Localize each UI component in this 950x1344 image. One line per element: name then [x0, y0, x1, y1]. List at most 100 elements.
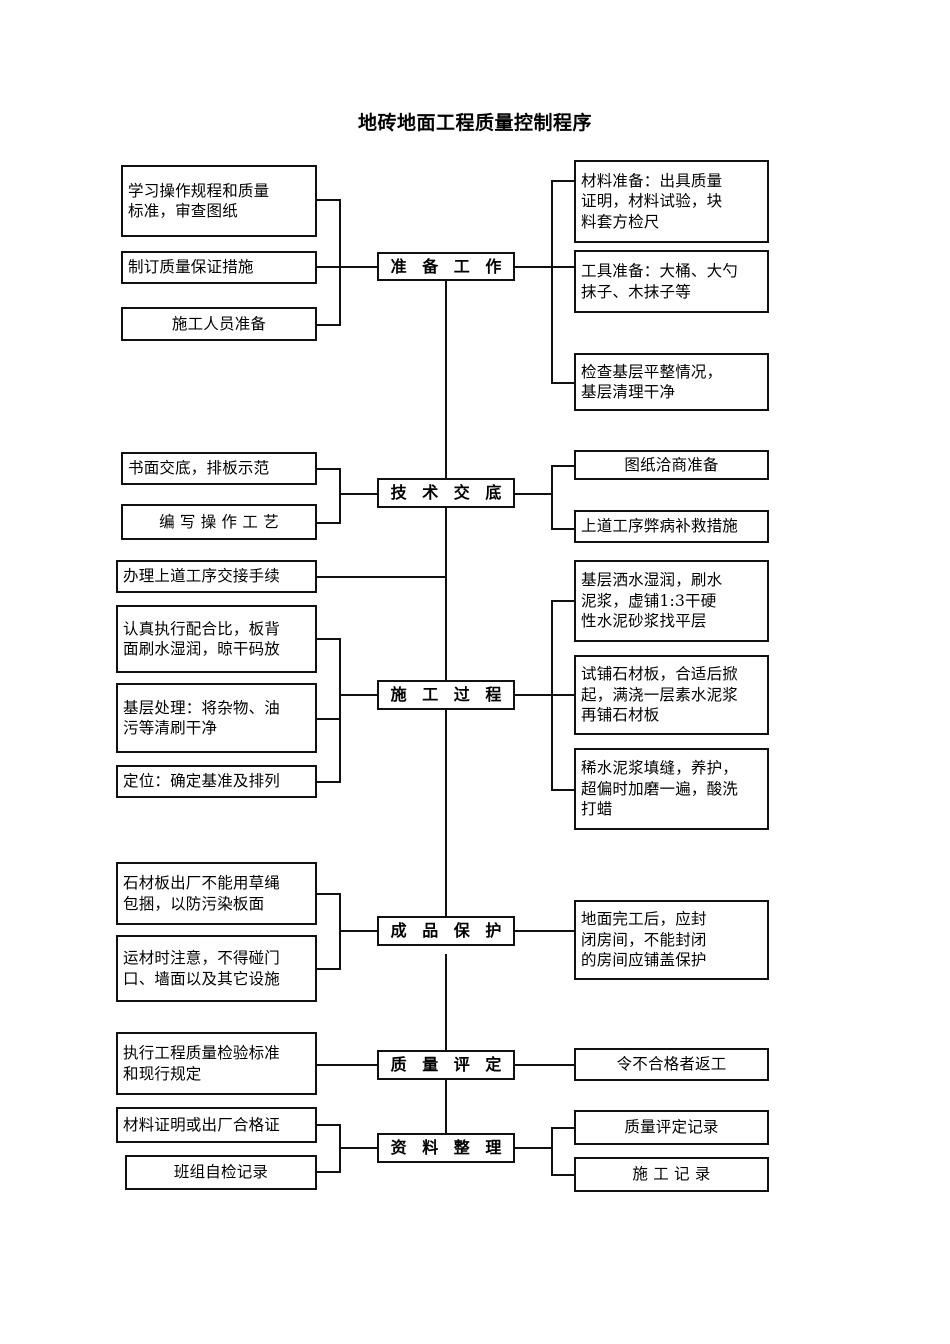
- spine-evaluate-archive: [445, 1080, 447, 1133]
- right-box-prep-3-text: 检查基层平整情况，基层清理干净: [581, 362, 723, 401]
- left-box-tech-2[interactable]: 编 写 操 作 工 艺: [121, 504, 317, 540]
- left-box-prep-2-text: 制订质量保证措施: [128, 258, 254, 277]
- stage-label-construct: 施 工 过 程: [390, 685, 507, 705]
- right-box-tech-1[interactable]: 图纸洽商准备: [574, 450, 769, 480]
- stage-label-archive: 资 料 整 理: [390, 1138, 507, 1158]
- connector-left-tech-1: [317, 468, 341, 470]
- stage-label-protect: 成 品 保 护: [390, 921, 507, 941]
- connector-left-construct-to-stage: [339, 694, 379, 696]
- right-box-construct-2-text: 试铺石材板，合适后掀起，满浇一层素水泥浆再铺石材板: [581, 665, 739, 725]
- right-box-prep-2[interactable]: 工具准备：大桶、大勺抹子、木抹子等: [574, 250, 769, 313]
- connector-stage-to-right-construct: [513, 694, 553, 696]
- connector-left-prep-2: [317, 266, 341, 268]
- stage-box-prep[interactable]: 准 备 工 作: [377, 252, 515, 281]
- stage-box-evaluate[interactable]: 质 量 评 定: [377, 1050, 515, 1080]
- left-box-evaluate-1-text: 执行工程质量检验标准和现行规定: [123, 1044, 281, 1083]
- right-box-tech-2[interactable]: 上道工序弊病补救措施: [574, 510, 769, 543]
- right-box-protect-1-text: 地面完工后，应封闭房间，不能封闭的房间应铺盖保护: [581, 910, 707, 970]
- connector-right-prep-3: [551, 382, 576, 384]
- left-box-protect-1[interactable]: 石材板出厂不能用草绳包捆，以防污染板面: [116, 862, 317, 925]
- right-box-archive-1-text: 质量评定记录: [624, 1118, 719, 1137]
- connector-right-prep-2: [551, 266, 576, 268]
- right-box-evaluate-1-text: 令不合格者返工: [616, 1055, 727, 1074]
- left-box-archive-2-text: 班组自检记录: [173, 1163, 269, 1182]
- connector-left-prep-1: [317, 199, 341, 201]
- connector-stage-to-right-tech: [513, 493, 553, 495]
- right-box-prep-3[interactable]: 检查基层平整情况，基层清理干净: [574, 353, 769, 411]
- right-box-construct-1-text: 基层洒水湿润，刷水泥浆，虚铺1:3干硬性水泥砂浆找平层: [581, 571, 723, 631]
- right-box-construct-1[interactable]: 基层洒水湿润，刷水泥浆，虚铺1:3干硬性水泥砂浆找平层: [574, 560, 769, 642]
- right-box-prep-1[interactable]: 材料准备：出具质量证明，材料试验，块料套方检尺: [574, 160, 769, 243]
- left-box-prep-3[interactable]: 施工人员准备: [121, 307, 317, 341]
- stage-box-tech[interactable]: 技 术 交 底: [377, 478, 515, 508]
- connector-left-tech-to-stage: [339, 493, 379, 495]
- left-box-construct-2-text: 基层处理：将杂物、油污等清刷干净: [123, 698, 281, 737]
- right-box-archive-2[interactable]: 施 工 记 录: [574, 1157, 769, 1192]
- connector-left-protect-1: [317, 893, 341, 895]
- connector-left-archive-2: [317, 1171, 341, 1173]
- connector-left-prep-bus: [339, 199, 341, 325]
- connector-left-prep-3: [317, 324, 341, 326]
- left-box-prep-2[interactable]: 制订质量保证措施: [121, 251, 317, 284]
- left-box-tech-2-text: 编 写 操 作 工 艺: [159, 512, 279, 531]
- connector-right-prep-bus: [551, 180, 553, 382]
- right-box-prep-2-text: 工具准备：大桶、大勺抹子、木抹子等: [581, 262, 739, 301]
- left-box-protect-1-text: 石材板出厂不能用草绳包捆，以防污染板面: [123, 874, 281, 913]
- left-box-protect-2-text: 运材时注意，不得碰门口、墙面以及其它设施: [123, 949, 281, 988]
- connector-handover-to-spine: [317, 576, 446, 578]
- right-box-construct-3[interactable]: 稀水泥浆填缝，养护，超偏时加磨一遍，酸洗打蜡: [574, 748, 769, 830]
- spine-protect-evaluate: [445, 954, 447, 1050]
- stage-label-tech: 技 术 交 底: [390, 483, 507, 503]
- connector-left-protect-to-stage: [339, 930, 379, 932]
- left-box-tech-1[interactable]: 书面交底，排板示范: [121, 452, 317, 485]
- connector-right-construct-3: [551, 789, 576, 791]
- connector-right-construct-2: [551, 694, 576, 696]
- left-box-prep-1[interactable]: 学习操作规程和质量标准，审查图纸: [121, 165, 317, 237]
- connector-right-prep-1: [551, 180, 576, 182]
- connector-left-archive-to-stage: [339, 1147, 379, 1149]
- left-box-construct-1-text: 认真执行配合比，板背面刷水湿润，晾干码放: [123, 619, 281, 658]
- left-box-prep-3-text: 施工人员准备: [171, 314, 267, 333]
- connector-right-tech-1: [551, 465, 576, 467]
- connector-left-construct-3: [317, 781, 341, 783]
- stage-label-prep: 准 备 工 作: [390, 256, 507, 276]
- stage-label-evaluate: 质 量 评 定: [390, 1055, 507, 1075]
- left-box-construct-3[interactable]: 定位：确定基准及排列: [116, 765, 317, 798]
- connector-stage-to-right-evaluate: [513, 1064, 576, 1066]
- right-box-archive-2-text: 施 工 记 录: [632, 1165, 711, 1184]
- spine-prep-tech: [445, 280, 447, 478]
- connector-left-construct-bus: [339, 638, 341, 782]
- left-box-construct-0-text: 办理上道工序交接手续: [123, 567, 281, 586]
- right-box-tech-1-text: 图纸洽商准备: [624, 455, 719, 474]
- stage-box-protect[interactable]: 成 品 保 护: [377, 916, 515, 946]
- spine-construct-protect: [445, 709, 447, 916]
- connector-right-archive-2: [551, 1174, 576, 1176]
- left-box-protect-2[interactable]: 运材时注意，不得碰门口、墙面以及其它设施: [116, 935, 317, 1002]
- left-box-prep-1-text: 学习操作规程和质量标准，审查图纸: [128, 181, 270, 220]
- stage-box-construct[interactable]: 施 工 过 程: [377, 680, 515, 710]
- connector-left-construct-2: [317, 718, 341, 720]
- right-box-construct-2[interactable]: 试铺石材板，合适后掀起，满浇一层素水泥浆再铺石材板: [574, 655, 769, 735]
- left-box-construct-3-text: 定位：确定基准及排列: [123, 772, 281, 791]
- left-box-construct-1[interactable]: 认真执行配合比，板背面刷水湿润，晾干码放: [116, 605, 317, 673]
- connector-right-tech-bus: [551, 465, 553, 528]
- connector-stage-to-right-protect: [513, 930, 576, 932]
- left-box-archive-1[interactable]: 材料证明或出厂合格证: [116, 1107, 317, 1143]
- connector-left-tech-2: [317, 522, 341, 524]
- left-box-tech-1-text: 书面交底，排板示范: [128, 459, 270, 478]
- left-box-evaluate-1[interactable]: 执行工程质量检验标准和现行规定: [116, 1032, 317, 1095]
- left-box-construct-0[interactable]: 办理上道工序交接手续: [116, 560, 317, 593]
- right-box-tech-2-text: 上道工序弊病补救措施: [581, 517, 739, 536]
- connector-right-construct-1: [551, 600, 576, 602]
- left-box-construct-2[interactable]: 基层处理：将杂物、油污等清刷干净: [116, 683, 317, 753]
- right-box-protect-1[interactable]: 地面完工后，应封闭房间，不能封闭的房间应铺盖保护: [574, 900, 769, 980]
- left-box-archive-2[interactable]: 班组自检记录: [125, 1155, 317, 1190]
- connector-right-archive-1: [551, 1127, 576, 1129]
- right-box-evaluate-1[interactable]: 令不合格者返工: [574, 1048, 769, 1081]
- left-box-archive-1-text: 材料证明或出厂合格证: [123, 1115, 281, 1134]
- right-box-archive-1[interactable]: 质量评定记录: [574, 1110, 769, 1145]
- connector-left-archive-1: [317, 1124, 341, 1126]
- spine-tech-construct: [445, 508, 447, 680]
- stage-box-archive[interactable]: 资 料 整 理: [377, 1133, 515, 1163]
